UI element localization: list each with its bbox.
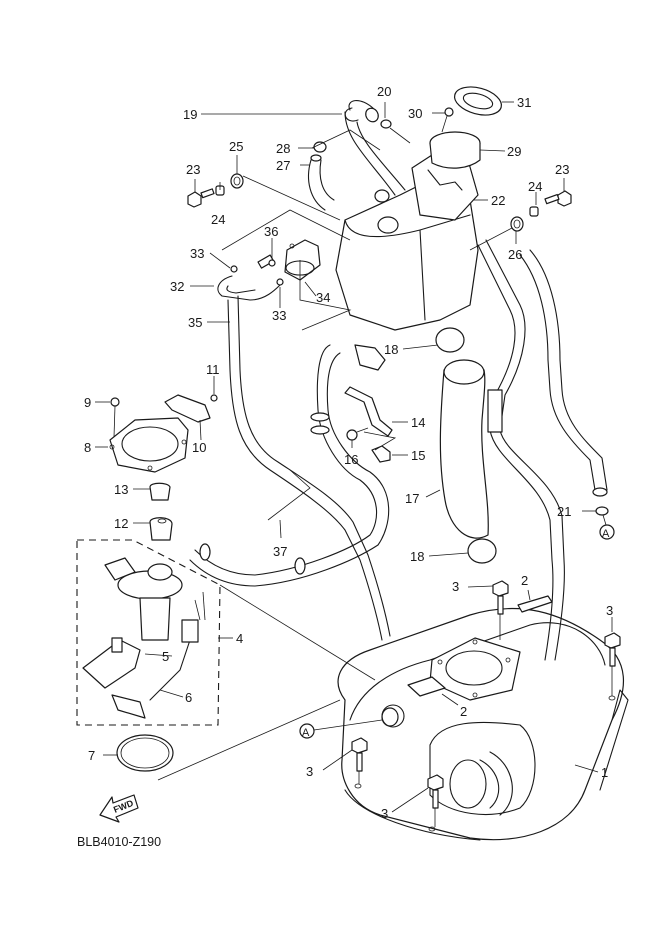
clip-36 [268,259,276,267]
cap-13 [149,482,171,501]
callout-30: 30 [408,106,422,121]
hose-32 [217,254,281,301]
valve-34 [284,239,321,281]
callout-16: 16 [344,452,358,467]
clip-33-upper [230,265,238,273]
reference-marker-right: A [599,514,615,540]
clamp-18-lower [467,538,497,564]
overflow-hose-right [477,239,565,661]
callout-20: 20 [377,84,391,99]
tank-bolt-top [492,580,509,640]
callout-4: 4 [236,631,243,646]
callout-27: 27 [276,158,290,173]
callout-32: 32 [170,279,184,294]
guide-lines [157,129,397,781]
gasket-7 [116,734,174,772]
callout-25: 25 [229,139,243,154]
callout-3: 3 [606,603,613,618]
callout-23: 23 [186,162,200,177]
callout-21: 21 [557,504,571,519]
callout-11: 11 [206,362,220,377]
plug-28 [313,141,327,153]
callout-2: 2 [521,573,528,588]
bracket-10 [164,394,211,423]
screw-11 [210,394,218,402]
clip-33-lower [276,278,284,286]
filler-cap-ring [453,86,503,116]
callout-14: 14 [411,415,425,430]
callout-23: 23 [555,162,569,177]
drain-hose-right [519,249,608,497]
fuel-pump-assembly-box [76,539,221,726]
callout-22: 22 [491,193,505,208]
fuel-hose-assembly [189,344,390,587]
collar-24-right [529,206,539,217]
callout-15: 15 [411,448,425,463]
callout-13: 13 [114,482,128,497]
callout-35: 35 [188,315,202,330]
callout-29: 29 [507,144,521,159]
bracket-14 [344,386,393,437]
grommet-25 [230,173,341,221]
hose-27 [307,154,335,211]
callout-26: 26 [508,247,522,262]
screw-9 [110,397,120,438]
filler-hose-17 [439,359,489,539]
leader-lines [95,101,613,813]
bolt-23-right [544,190,572,207]
callout-3: 3 [381,806,388,821]
bolt-23-left [187,188,215,208]
callout-8: 8 [84,440,91,455]
callout-5: 5 [162,649,169,664]
callout-18: 18 [384,342,398,357]
sub-tank [335,184,479,331]
hose-35 [227,295,391,641]
reference-a-label: A [602,528,610,540]
callout-28: 28 [276,141,290,156]
callout-6: 6 [185,690,192,705]
callout-33: 33 [190,246,204,261]
callout-18: 18 [410,549,424,564]
filler-neck [411,131,481,221]
callout-37: 37 [273,544,287,559]
clip-15 [371,445,391,463]
callout-33: 33 [272,308,286,323]
callout-34: 34 [316,290,330,305]
callout-31: 31 [517,95,531,110]
bolt-16 [346,427,369,441]
callout-3: 3 [306,764,313,779]
tank-bolt-bottom [427,774,444,827]
callout-19: 19 [183,107,197,122]
pump-plate-8 [109,417,189,473]
callout-3: 3 [452,579,459,594]
callout-24: 24 [211,212,225,227]
grommet-26 [469,216,524,251]
callout-36: 36 [264,224,278,239]
callout-12: 12 [114,516,128,531]
reference-a-label: A [302,727,310,739]
clamp-18-upper [435,327,465,353]
tank-bolt-right [604,632,621,696]
fuel-tank [337,595,629,841]
callout-17: 17 [405,491,419,506]
forward-direction-arrow: FWD [99,794,139,823]
callout-24: 24 [528,179,542,194]
cap-12 [149,517,173,541]
breather-hose-19 [344,100,406,196]
callout-9: 9 [84,395,91,410]
clamp-20 [380,119,411,144]
callout-10: 10 [192,440,206,455]
diagram-code: BLB4010-Z190 [77,835,161,849]
clip-21 [595,506,609,516]
callout-labels: 1 2 2 3 3 3 3 4 5 6 7 8 9 10 11 12 13 14… [84,84,613,821]
filler-screw [441,107,454,133]
callout-1: 1 [601,765,608,780]
reference-marker-left: A [299,719,383,739]
callout-7: 7 [88,748,95,763]
callout-2: 2 [460,704,467,719]
